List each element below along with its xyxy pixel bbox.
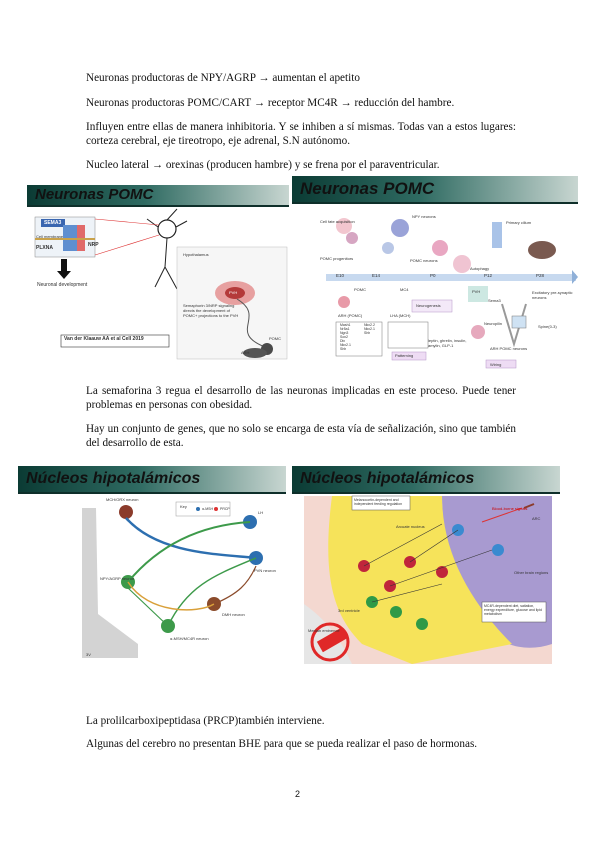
label-top-note: Melanocortin-dependent and independent f… <box>354 498 403 506</box>
timeline-e10: E10 <box>336 273 345 278</box>
label-other-brain: Other brain regions <box>514 570 549 575</box>
label-hypothalamus: Hypothalamus <box>183 252 209 257</box>
label-cell-membrane: Cell membrane <box>36 234 64 239</box>
citation: Van der Klaauw AA et al Cell 2019 <box>64 336 144 342</box>
label-pomc-neurons: POMC neurons <box>410 258 438 263</box>
label-primary-cilium: Primary cilium <box>506 220 532 225</box>
label-arcuate: Arcuate nucleus <box>396 524 425 529</box>
label-npy-neurons: NPY neurons <box>412 214 436 219</box>
label-spine: Spine(0-3) <box>538 324 557 329</box>
label-neurogenesis: Neurogenesis <box>416 303 441 308</box>
label-sema3-2: Sema3 <box>488 298 501 303</box>
timeline-p0: P0 <box>430 273 436 278</box>
label-npy-agrp: NPY/AGRP neuron <box>100 576 135 581</box>
slide-title: Neuronas POMC <box>300 179 435 198</box>
paragraph-prcp: La prolilcarboxipeptidasa (PRCP)también … <box>86 715 325 727</box>
arcuate-nucleus-figure <box>304 495 552 664</box>
label-arh-pomc-neurons: ARH POMC neurons <box>490 346 528 351</box>
slide-title: Neuronas POMC <box>35 186 154 203</box>
label-neuropilin: Neuropilin <box>484 321 503 326</box>
label-key: Key <box>180 504 187 509</box>
page-number: 2 <box>295 789 301 799</box>
label-cell-fate: Cell fate acquisition <box>320 219 355 224</box>
paragraph-semaforina: La semaforina 3 regua el desarrollo de l… <box>86 385 516 411</box>
slide-title: Núcleos hipotalámicos <box>26 470 201 487</box>
label-nrp: NRP <box>88 242 99 248</box>
label-pomc-gene: POMC <box>354 287 366 292</box>
pomc-development-figure <box>34 208 288 360</box>
hypothalamic-circuit-figure <box>82 501 263 658</box>
paragraph-genes: Hay un conjunto de genes, que no solo se… <box>86 423 516 449</box>
label-pvh-2: PVH <box>472 289 481 294</box>
label-lha-mch: LHA (MCH) <box>390 313 411 318</box>
label-neuronal-development: Neuronal development <box>37 282 88 288</box>
slide-pomc-timeline: Neuronas POMC Cell fate acquisition NPY … <box>292 176 578 374</box>
paragraph-bhe: Algunas del cerebro no presentan BHE par… <box>86 738 478 750</box>
slide-banner: Núcleos hipotalámicos <box>292 466 560 494</box>
timeline-p28: P28 <box>536 273 545 278</box>
label-mc4: MC4 <box>400 287 409 292</box>
label-wiring: Wiring <box>490 362 502 367</box>
label-lh: LH <box>258 510 264 515</box>
label-sema3: SEMA3 <box>44 220 62 226</box>
label-blood-borne: Blood-borne signals <box>492 506 528 511</box>
paragraph-lateral-nucleus: Nucleo lateral → orexinas (producen hamb… <box>86 159 440 171</box>
slide-title: Núcleos hipotalámicos <box>300 470 475 487</box>
label-arh: ARH <box>241 350 250 355</box>
label-msh-mc4r: α-MSH/MC4R neuron <box>170 636 209 641</box>
label-mch-orx: MCH/ORX neuron <box>106 497 139 502</box>
label-3v: 3V <box>86 652 91 657</box>
slide-pomc-development: Neuronas POMC SEMA3 Cell membrane PLXNA … <box>27 185 289 365</box>
label-median-eminence: Median eminence <box>308 628 340 633</box>
paragraph-npy-agrp: Neuronas productoras de NPY/AGRP → aumen… <box>86 72 360 84</box>
timeline-p12: P12 <box>484 273 493 278</box>
label-3rd-ventricle: 3rd ventricle <box>338 608 360 613</box>
label-semaphorin-caption: Semaphorin 3/NRP signaling directs the d… <box>183 303 239 318</box>
label-plxna: PLXNA <box>36 245 53 251</box>
timeline-e14: E14 <box>372 273 381 278</box>
label-patterning: Patterning <box>395 353 414 358</box>
label-dmh: DMH neuron <box>222 612 245 617</box>
paragraph-pomc-cart: Neuronas productoras POMC/CART → recepto… <box>86 97 455 109</box>
paragraph-inhibitory: Influyen entre ellas de manera inhibitor… <box>86 121 516 147</box>
label-arh-pomc: ARH (POMC) <box>338 313 363 318</box>
label-autophagy: Autophagy <box>470 266 490 271</box>
label-excitatory: Excitatory pre-synaptic neurons <box>532 290 573 300</box>
label-mc4r: MC4R-dependent diet, satiation, energy e… <box>484 604 542 616</box>
slide-banner: Neuronas POMC <box>27 185 289 207</box>
label-arc: ARC <box>532 516 541 521</box>
label-key-prcp: PRCP <box>220 507 230 511</box>
label-pomc-progenitors: POMC progenitors <box>320 256 354 261</box>
label-key-msh: α-MSH <box>202 507 213 511</box>
label-pvh: PVH <box>229 290 238 295</box>
label-leptin: leptin, ghrelin, insulin, amylin, GLP-1 <box>428 338 467 348</box>
slide-banner: Neuronas POMC <box>292 176 578 204</box>
pomc-timeline-figure <box>326 218 578 369</box>
label-pomc: POMC <box>269 336 281 341</box>
label-pvn: PVN neuron <box>254 568 276 573</box>
slide-banner: Núcleos hipotalámicos <box>18 466 286 494</box>
slide-nucleos-left: Núcleos hipotalámicos Key α-MSH PRCP MCH… <box>18 466 286 664</box>
slide-nucleos-right: Núcleos hipotalámicos Melanocortin-depen… <box>292 466 560 666</box>
